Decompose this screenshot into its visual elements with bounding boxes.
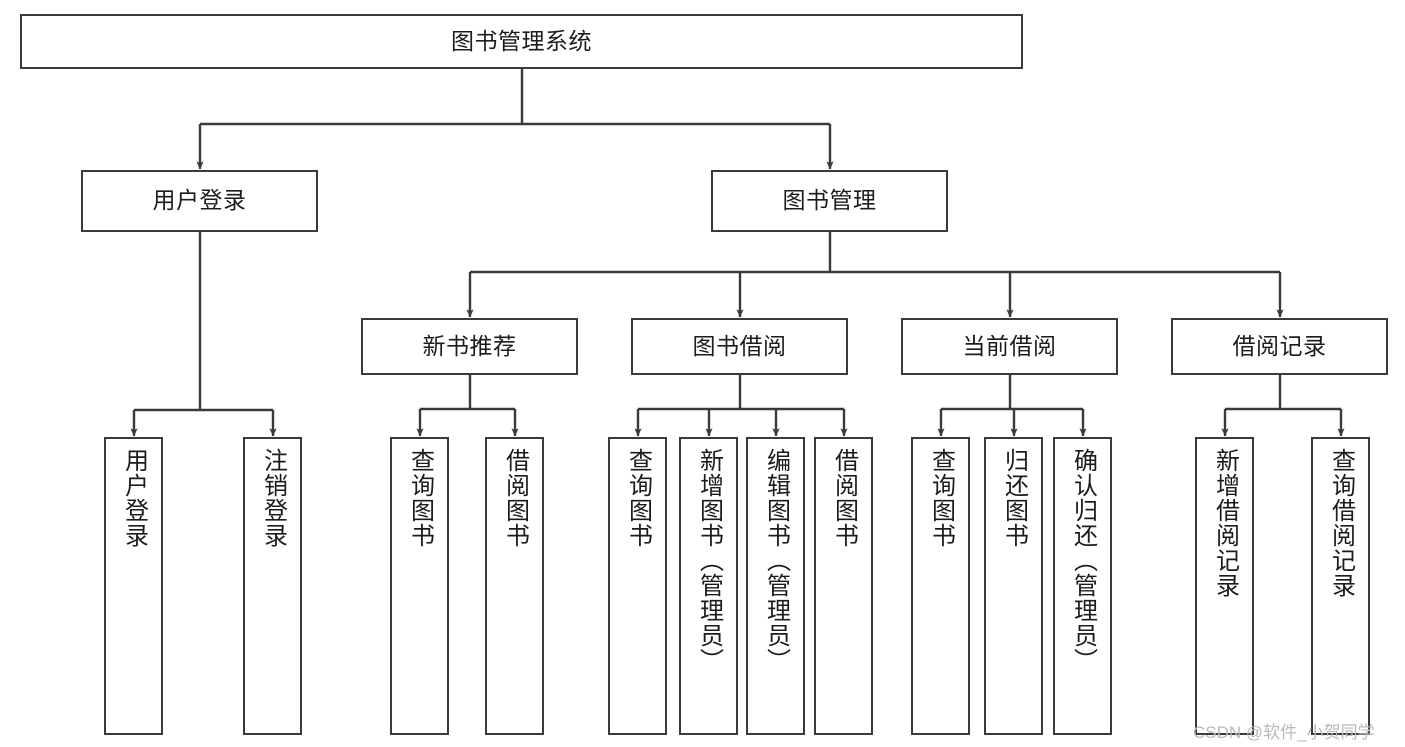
node-label: 查询图书 [624, 448, 652, 548]
node-label: 图书管理系统 [451, 27, 592, 54]
node-label: 确认归还（管理员） [1069, 448, 1097, 673]
node-leaf_cb_return[interactable]: 归还图书 [984, 437, 1043, 735]
csdn-watermark: CSDN @软件_小贺同学 [1193, 723, 1375, 742]
node-label: 归还图书 [1000, 448, 1028, 548]
node-leaf_user_logout[interactable]: 注销登录 [243, 437, 302, 735]
node-leaf_bl_add[interactable]: 新增借阅记录 [1195, 437, 1254, 735]
node-root[interactable]: 图书管理系统 [20, 14, 1023, 69]
node-label: 借阅记录 [1232, 332, 1327, 359]
node-leaf_cb_confirm[interactable]: 确认归还（管理员） [1053, 437, 1112, 735]
node-label: 借阅图书 [830, 448, 858, 548]
node-leaf_bb_query[interactable]: 查询图书 [608, 437, 667, 735]
node-label: 图书管理 [782, 187, 877, 214]
node-leaf_bl_query[interactable]: 查询借阅记录 [1311, 437, 1370, 735]
node-label: 编辑图书（管理员） [762, 448, 790, 673]
node-book_borrow[interactable]: 图书借阅 [631, 318, 848, 375]
node-label: 新增借阅记录 [1211, 448, 1239, 598]
node-book_mgmt[interactable]: 图书管理 [711, 170, 948, 232]
node-leaf_nbr_borrow[interactable]: 借阅图书 [485, 437, 544, 735]
edge-paths [130, 69, 1345, 437]
node-label: 新增图书（管理员） [695, 448, 723, 673]
node-label: 图书借阅 [692, 332, 787, 359]
node-label: 查询图书 [927, 448, 955, 548]
node-label: 借阅图书 [501, 448, 529, 548]
node-leaf_user_login[interactable]: 用户登录 [104, 437, 163, 735]
node-leaf_bb_edit[interactable]: 编辑图书（管理员） [746, 437, 805, 735]
node-leaf_cb_query[interactable]: 查询图书 [911, 437, 970, 735]
node-label: 查询借阅记录 [1327, 448, 1355, 598]
node-label: 查询图书 [406, 448, 434, 548]
node-borrow_log[interactable]: 借阅记录 [1171, 318, 1388, 375]
node-leaf_nbr_query[interactable]: 查询图书 [390, 437, 449, 735]
node-label: 新书推荐 [422, 332, 517, 359]
node-leaf_bb_borrow[interactable]: 借阅图书 [814, 437, 873, 735]
node-label: 用户登录 [152, 187, 247, 214]
node-new_book_rec[interactable]: 新书推荐 [361, 318, 578, 375]
node-leaf_bb_add[interactable]: 新增图书（管理员） [679, 437, 738, 735]
node-label: 注销登录 [259, 448, 287, 548]
node-cur_borrow[interactable]: 当前借阅 [901, 318, 1118, 375]
node-label: 当前借阅 [962, 332, 1057, 359]
node-label: 用户登录 [120, 448, 148, 548]
node-user_login[interactable]: 用户登录 [81, 170, 318, 232]
